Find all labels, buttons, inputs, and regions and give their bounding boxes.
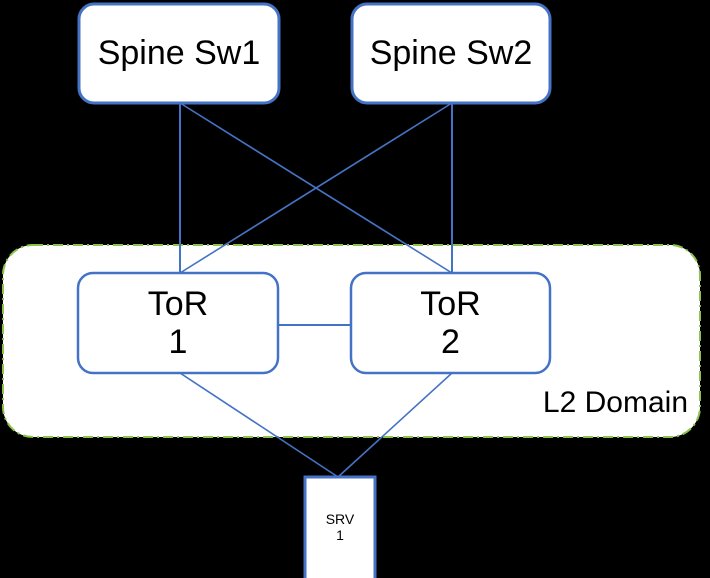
node-tor2[interactable] — [349, 271, 552, 375]
link-tor1-srv1[interactable] — [179, 372, 339, 478]
zone-label-l2-domain: L2 Domain — [542, 386, 688, 419]
node-spine1[interactable] — [77, 2, 281, 105]
link-tor2-srv1[interactable] — [337, 372, 453, 478]
node-tor1[interactable] — [76, 271, 280, 375]
node-srv1[interactable] — [303, 475, 377, 578]
link-spine2-tor1[interactable] — [179, 102, 453, 274]
node-spine2[interactable] — [350, 2, 552, 105]
